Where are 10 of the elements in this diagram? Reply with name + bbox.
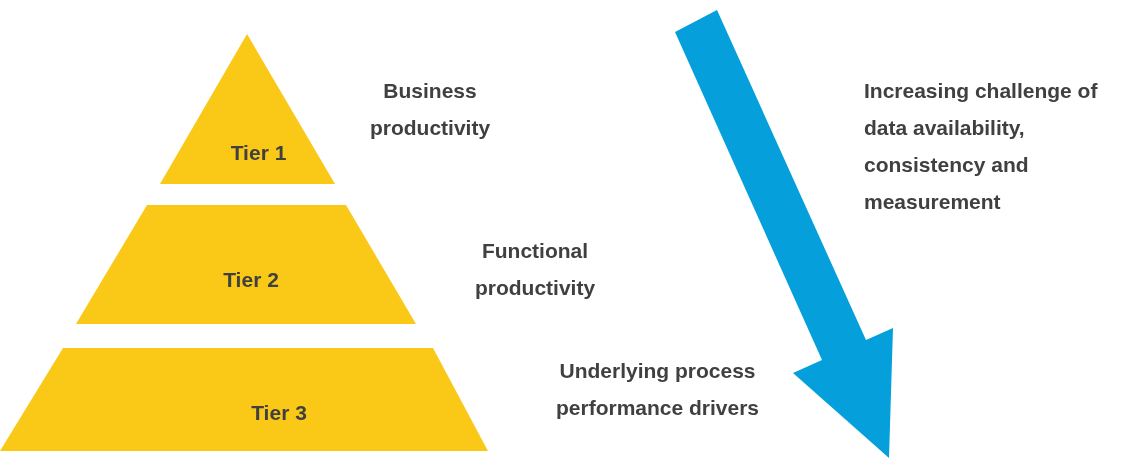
tier-label: Tier 3 bbox=[251, 400, 307, 426]
arrow-caption: Increasing challenge of data availability, consistency and measurement bbox=[864, 78, 1099, 215]
tier-description: Business productivity bbox=[368, 78, 492, 141]
tier-description: Underlying process performance drivers bbox=[554, 358, 761, 421]
tier-description: Functional productivity bbox=[473, 238, 597, 301]
tier-label: Tier 2 bbox=[223, 267, 279, 293]
pyramid-tier bbox=[0, 348, 488, 451]
pyramid-tier bbox=[76, 205, 416, 324]
pyramid-tier bbox=[160, 34, 335, 184]
tier-label: Tier 1 bbox=[230, 140, 287, 166]
